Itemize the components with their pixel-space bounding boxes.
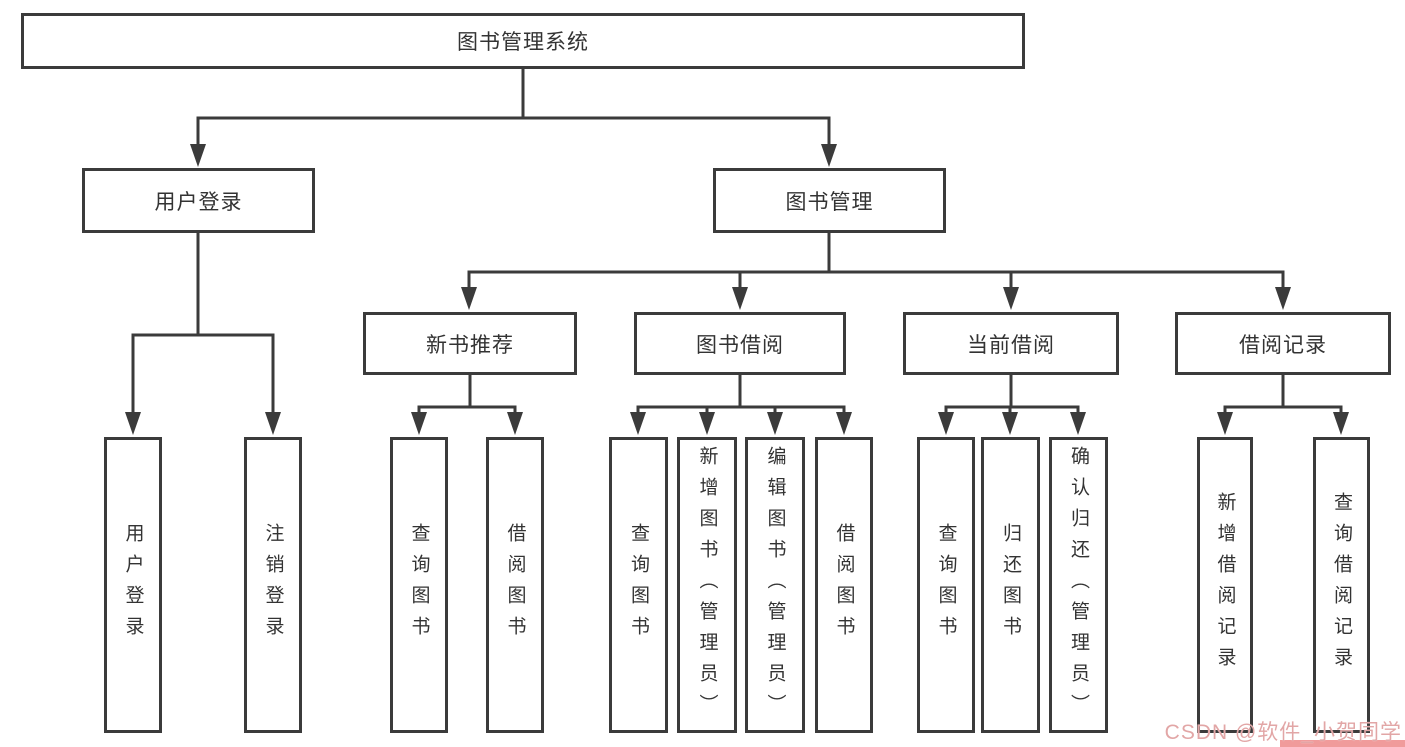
node-label: 用户登录 [122,523,144,647]
arrow-down-icon [699,412,715,435]
watermark: CSDN @软件_小贺同学 [1164,721,1402,744]
arrow-down-icon [1217,412,1233,435]
node-leaf-edit-book-admin: 编辑图书（管理员） [745,437,805,733]
node-label: 借阅图书 [504,523,526,647]
arrow-down-icon [836,412,852,435]
node-leaf-query-book-1: 查询图书 [390,437,448,733]
node-label: 图书借阅 [696,333,784,357]
node-label: 注销登录 [262,523,284,647]
arrow-down-icon [461,287,477,310]
node-book-management: 图书管理 [713,168,946,233]
arrow-down-icon [732,287,748,310]
node-label: 图书管理系统 [457,31,589,54]
connector-userlogin-to-leaves [125,231,281,435]
arrow-down-icon [1002,412,1018,435]
arrow-down-icon [1275,287,1291,310]
node-label: 查询借阅记录 [1331,492,1352,678]
node-label: 确认归还（管理员） [1068,445,1089,725]
node-label: 新书推荐 [426,333,514,357]
arrow-down-icon [1333,412,1349,435]
node-label: 查询图书 [628,523,649,647]
arrow-down-icon [411,412,427,435]
arrow-down-icon [630,412,646,435]
node-leaf-borrow-book-1: 借阅图书 [486,437,544,733]
node-leaf-user-login: 用户登录 [104,437,162,733]
arrow-down-icon [190,144,206,167]
node-label: 编辑图书（管理员） [764,445,786,725]
watermark-accent-bar [1280,740,1405,747]
arrow-down-icon [767,412,783,435]
node-leaf-add-borrow-record: 新增借阅记录 [1197,437,1253,733]
arrow-down-icon [821,144,837,167]
arrow-down-icon [1070,412,1086,435]
node-leaf-query-book-2: 查询图书 [609,437,668,733]
connector-root-to-level2 [190,67,837,167]
node-leaf-query-borrow-record: 查询借阅记录 [1313,437,1370,733]
node-current-borrow: 当前借阅 [903,312,1119,375]
node-label: 查询图书 [935,523,957,647]
connector-newbookrec-to-leaves [411,373,523,435]
connector-bookborrow-to-leaves [630,373,852,435]
node-user-login: 用户登录 [82,168,315,233]
node-leaf-query-book-3: 查询图书 [917,437,975,733]
arrow-down-icon [1003,287,1019,310]
arrow-down-icon [938,412,954,435]
node-label: 查询图书 [408,523,430,647]
node-label: 归还图书 [1000,523,1021,647]
node-leaf-borrow-book-2: 借阅图书 [815,437,873,733]
node-library-system: 图书管理系统 [21,13,1025,69]
arrow-down-icon [507,412,523,435]
node-label: 借阅图书 [833,523,855,647]
node-leaf-logout: 注销登录 [244,437,302,733]
node-label: 新增图书（管理员） [696,445,718,725]
connector-borrowrecords-to-leaves [1217,373,1349,435]
node-book-borrow: 图书借阅 [634,312,846,375]
arrow-down-icon [125,412,141,435]
node-label: 图书管理 [785,190,874,214]
node-leaf-confirm-return-admin: 确认归还（管理员） [1049,437,1108,733]
node-leaf-add-book-admin: 新增图书（管理员） [677,437,737,733]
node-label: 新增借阅记录 [1214,492,1236,678]
node-new-book-recommend: 新书推荐 [363,312,577,375]
connector-bookmgmt-to-level3 [461,231,1291,310]
arrow-down-icon [265,412,281,435]
node-borrow-records: 借阅记录 [1175,312,1391,375]
node-label: 当前借阅 [967,333,1055,357]
node-label: 用户登录 [154,190,243,214]
connector-currentborrow-to-leaves [938,373,1086,435]
node-leaf-return-book: 归还图书 [981,437,1040,733]
node-label: 借阅记录 [1239,333,1327,357]
